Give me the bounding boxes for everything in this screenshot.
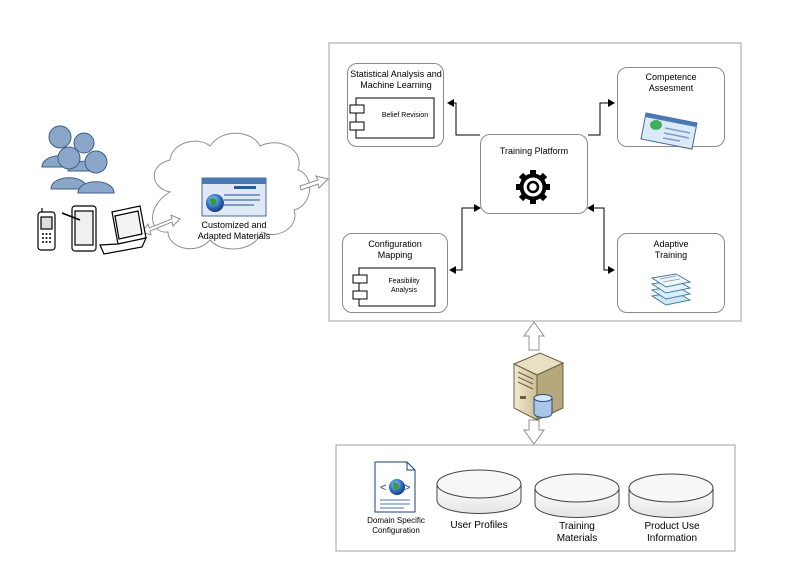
double-arrow-server-storage xyxy=(523,419,545,445)
tablet-icon xyxy=(61,205,97,252)
double-arrow-cloud-platform xyxy=(299,175,329,191)
training-materials-label: Training Materials xyxy=(556,521,598,544)
storage-frame xyxy=(335,444,736,552)
document-globe-icon: < > xyxy=(374,461,416,513)
platform-frame xyxy=(328,42,742,322)
adaptive-training-label: Adaptive Training xyxy=(653,239,689,260)
connector-competence xyxy=(588,99,615,136)
double-arrow-devices-cloud xyxy=(141,214,181,236)
product-use-label: Product Use Information xyxy=(644,521,700,544)
db-cylinder-product-use xyxy=(628,473,714,518)
connector-adaptive xyxy=(587,204,615,274)
config-mapping-label: Configuration Mapping xyxy=(368,239,422,260)
domain-config-label: Domain Specific Configuration xyxy=(367,516,425,535)
database-icon xyxy=(533,394,553,418)
svg-text:<: < xyxy=(380,482,386,494)
user-profiles-label: User Profiles xyxy=(450,520,508,531)
users-icon xyxy=(41,125,115,194)
browser-window-icon xyxy=(201,177,267,217)
cloud-label: Customized and Adapted Materials xyxy=(197,220,271,241)
svg-text:>: > xyxy=(404,482,410,494)
training-platform-label: Training Platform xyxy=(499,146,569,156)
connector-config xyxy=(449,204,481,274)
competence-label: Competence Assesment xyxy=(645,72,697,93)
double-arrow-platform-server xyxy=(523,321,545,351)
phone-icon xyxy=(37,208,56,251)
db-cylinder-user-profiles xyxy=(436,469,522,514)
connector-stat xyxy=(447,99,480,136)
feasibility-label: Feasibility Analysis xyxy=(388,278,420,294)
db-cylinder-training-materials xyxy=(534,473,620,518)
belief-revision-label: Belief Revision xyxy=(381,112,429,119)
laptop-icon xyxy=(99,205,148,255)
stat-analysis-label: Statistical Analysis and Machine Learnin… xyxy=(350,69,442,90)
